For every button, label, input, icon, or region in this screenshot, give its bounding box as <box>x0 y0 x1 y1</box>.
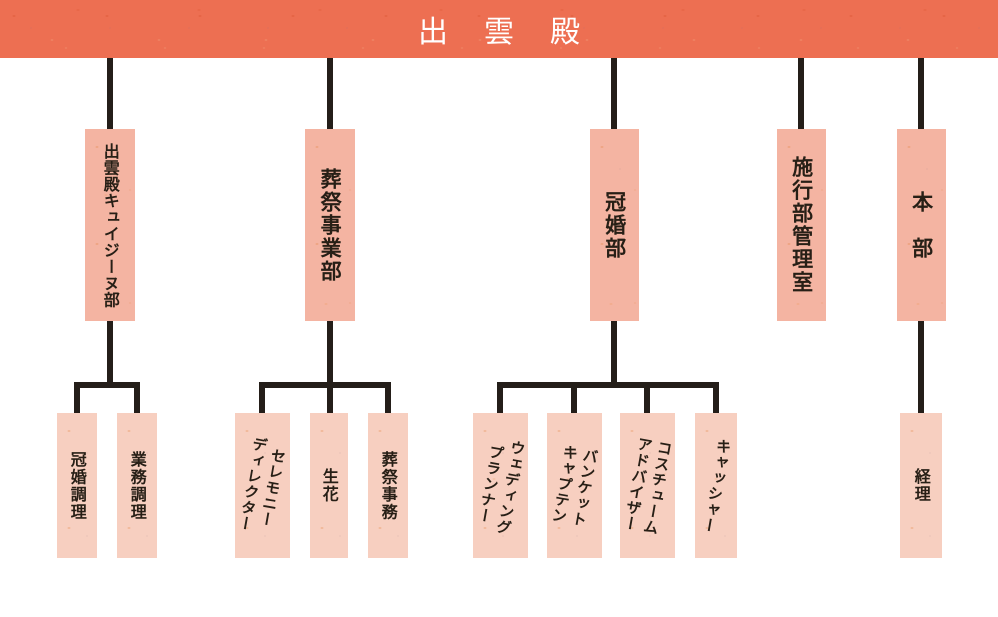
unit-box-cashier: キャッシャー <box>695 413 737 558</box>
unit-box-banquet-captain: バンケット キャプテン <box>547 413 602 558</box>
unit-box-operations-cooking: 業務調理 <box>117 413 157 558</box>
connector-funeral-stem <box>327 321 333 413</box>
connector-cuisine-stem <box>107 321 113 388</box>
connector-funeral-drop-3 <box>385 382 391 413</box>
unit-label-operations-cooking: 業務調理 <box>127 450 147 521</box>
connector-wedding-drop-2 <box>571 382 577 413</box>
dept-box-funeral-business: 葬祭事業部 <box>305 129 355 321</box>
connector-funeral-drop-1 <box>259 382 265 413</box>
unit-label-cashier: キャッシャー <box>698 436 734 535</box>
dept-box-headquarters: 本 部 <box>897 129 946 321</box>
company-title: 出雲殿 <box>418 15 616 50</box>
connector-wedding-branch <box>497 382 719 388</box>
unit-box-accounting: 経理 <box>900 413 942 558</box>
connector-cuisine-branch <box>74 382 140 388</box>
connector-funeral-branch <box>259 382 391 388</box>
connector-wedding-drop-4 <box>713 382 719 413</box>
company-banner: 出雲殿 <box>0 0 998 58</box>
unit-label-wedding-planner: ウェディング プランナー <box>474 438 528 537</box>
unit-box-wedding-cooking: 冠婚調理 <box>57 413 97 558</box>
unit-label-costume-adviser: コスチューム アドバイザー <box>620 434 675 537</box>
connector-banner-funeral <box>327 58 333 129</box>
dept-label-headquarters: 本 部 <box>909 190 935 260</box>
unit-box-fresh-flowers: 生花 <box>310 413 348 558</box>
unit-box-costume-adviser: コスチューム アドバイザー <box>620 413 675 558</box>
dept-label-funeral-business: 葬祭事業部 <box>318 167 344 283</box>
dept-label-administration-office: 施行部管理室 <box>789 156 815 294</box>
unit-label-banquet-captain: バンケット キャプテン <box>548 442 601 529</box>
connector-wedding-drop-3 <box>644 382 650 413</box>
unit-label-wedding-cooking: 冠婚調理 <box>67 450 87 521</box>
dept-label-izumoden-cuisine: 出雲殿キュイジーヌ部 <box>100 142 120 308</box>
connector-headquarters-stem <box>918 321 924 415</box>
unit-label-fresh-flowers: 生花 <box>319 468 339 503</box>
connector-banner-administration <box>798 58 804 129</box>
unit-box-funeral-office: 葬祭事務 <box>368 413 408 558</box>
unit-box-wedding-planner: ウェディング プランナー <box>473 413 528 558</box>
connector-cuisine-drop-1 <box>74 382 80 413</box>
connector-wedding-stem <box>611 321 617 388</box>
unit-label-accounting: 経理 <box>911 468 931 503</box>
connector-cuisine-drop-2 <box>134 382 140 413</box>
dept-box-izumoden-cuisine: 出雲殿キュイジーヌ部 <box>85 129 135 321</box>
connector-wedding-drop-1 <box>497 382 503 413</box>
connector-banner-wedding <box>611 58 617 129</box>
dept-box-administration-office: 施行部管理室 <box>777 129 826 321</box>
unit-box-ceremony-director: セレモニー ディレクター <box>235 413 290 558</box>
dept-box-wedding: 冠婚部 <box>590 129 639 321</box>
connector-banner-headquarters <box>918 58 924 129</box>
connector-banner-cuisine <box>107 58 113 129</box>
unit-label-funeral-office: 葬祭事務 <box>378 450 398 521</box>
unit-label-ceremony-director: セレモニー ディレクター <box>235 434 289 533</box>
dept-label-wedding: 冠婚部 <box>602 190 628 260</box>
